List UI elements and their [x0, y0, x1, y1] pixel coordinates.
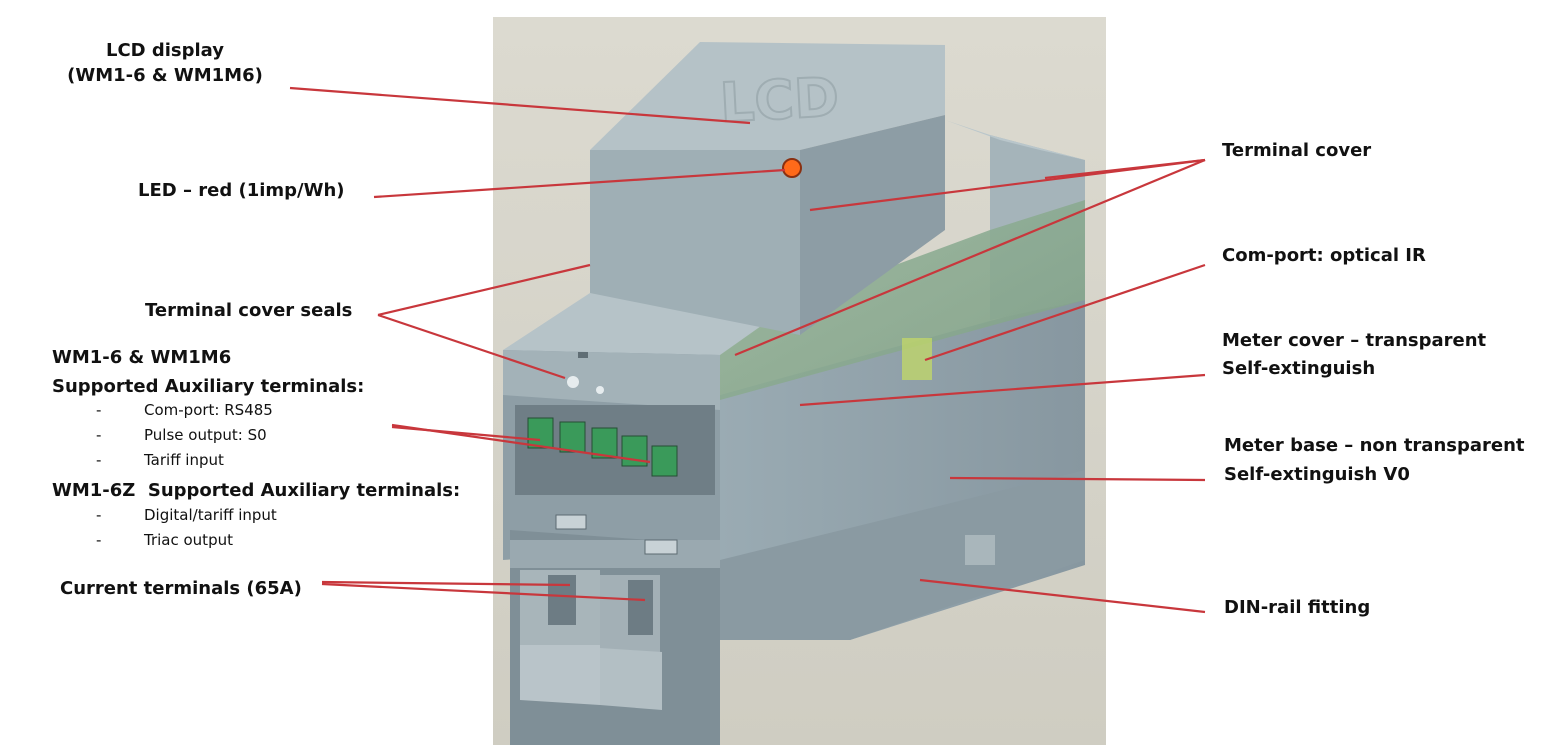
label-wm16-heading-1: WM1-6 & WM1M6	[52, 347, 232, 368]
lcd-housing-side	[800, 115, 945, 335]
aux-terminal-5	[651, 445, 678, 477]
leader-terminal-cover-2	[1044, 158, 1206, 180]
label-terminal-cover-seals: Terminal cover seals	[145, 300, 353, 321]
aux-terminals	[527, 417, 678, 477]
wm16-item-3: - Tariff input	[96, 448, 224, 473]
current-terminals	[520, 570, 662, 710]
bullet-dash: -	[96, 426, 102, 444]
label-led: LED – red (1imp/Wh)	[138, 180, 345, 201]
label-current-terminals: Current terminals (65A)	[60, 578, 302, 599]
leader-current-1	[321, 580, 571, 587]
label-wm16-heading-2: Supported Auxiliary terminals:	[52, 376, 365, 397]
label-terminal-cover: Terminal cover	[1222, 140, 1372, 161]
leader-meter-base	[949, 476, 1206, 482]
slot-left	[555, 514, 587, 530]
wm16-item-3-text: Tariff input	[144, 451, 224, 469]
leader-terminal-cover-3	[734, 158, 1206, 357]
current-terminal-bottom-right	[600, 648, 662, 710]
leader-meter-cover	[799, 373, 1206, 407]
wm16z-item-2-text: Triac output	[144, 531, 233, 549]
label-din-rail: DIN-rail fitting	[1224, 597, 1371, 618]
wm16-item-1: - Com-port: RS485	[96, 398, 273, 423]
current-terminal-slot-right	[628, 580, 653, 635]
current-terminal-slot-left	[548, 575, 576, 625]
leader-lines	[289, 86, 1206, 614]
label-meter-base-1: Meter base – non transparent	[1224, 435, 1525, 456]
terminal-cover-front	[503, 350, 720, 410]
leader-din	[919, 578, 1206, 614]
meter-base-skirt	[720, 470, 1085, 640]
leader-ir	[924, 263, 1206, 362]
leader-seal-2	[377, 313, 566, 380]
aux-terminal-1	[527, 417, 554, 449]
leader-seal-1	[377, 263, 591, 317]
label-wm16z-heading: WM1-6Z Supported Auxiliary terminals:	[52, 480, 461, 501]
seal-hole-left	[567, 376, 579, 388]
wm16z-item-2: - Triac output	[96, 528, 233, 553]
label-lcd-display-line2: (WM1-6 & WM1M6)	[67, 65, 263, 86]
meter-cover-green	[720, 200, 1085, 400]
label-lcd-display: LCD display (WM1-6 & WM1M6)	[50, 38, 280, 88]
slot-right	[644, 539, 678, 555]
label-meter-base-2: Self-extinguish V0	[1224, 464, 1410, 485]
lcd-housing-top	[590, 42, 945, 150]
leader-led	[373, 168, 786, 199]
leader-lcd	[289, 86, 751, 125]
front-lower-band	[510, 540, 720, 568]
bullet-dash: -	[96, 531, 102, 549]
wm16-item-2-text: Pulse output: S0	[144, 426, 267, 444]
label-lcd-display-line1: LCD display	[105, 40, 225, 61]
wm16z-item-1: - Digital/tariff input	[96, 503, 277, 528]
current-terminal-bottom-left	[520, 645, 600, 705]
aux-terminal-3	[591, 427, 618, 459]
leader-current-2	[321, 582, 646, 602]
label-meter-cover-2: Self-extinguish	[1222, 358, 1376, 379]
bullet-dash: -	[96, 401, 102, 419]
wm16-item-1-text: Com-port: RS485	[144, 401, 273, 419]
bullet-dash: -	[96, 451, 102, 469]
seal-hole-right	[596, 386, 604, 394]
wm16-item-2: - Pulse output: S0	[96, 423, 267, 448]
leader-aux-2	[391, 425, 541, 442]
led-indicator	[782, 158, 802, 178]
lcd-housing-front	[590, 150, 800, 335]
din-rail-clip	[965, 535, 995, 565]
bullet-dash: -	[96, 506, 102, 524]
wm16z-item-1-text: Digital/tariff input	[144, 506, 277, 524]
label-meter-cover-1: Meter cover – transparent	[1222, 330, 1487, 351]
aux-terminal-2	[559, 421, 586, 453]
device-lcd-marking: LCD	[718, 65, 840, 134]
seal-tab	[578, 352, 588, 358]
label-com-port-ir: Com-port: optical IR	[1222, 245, 1426, 266]
